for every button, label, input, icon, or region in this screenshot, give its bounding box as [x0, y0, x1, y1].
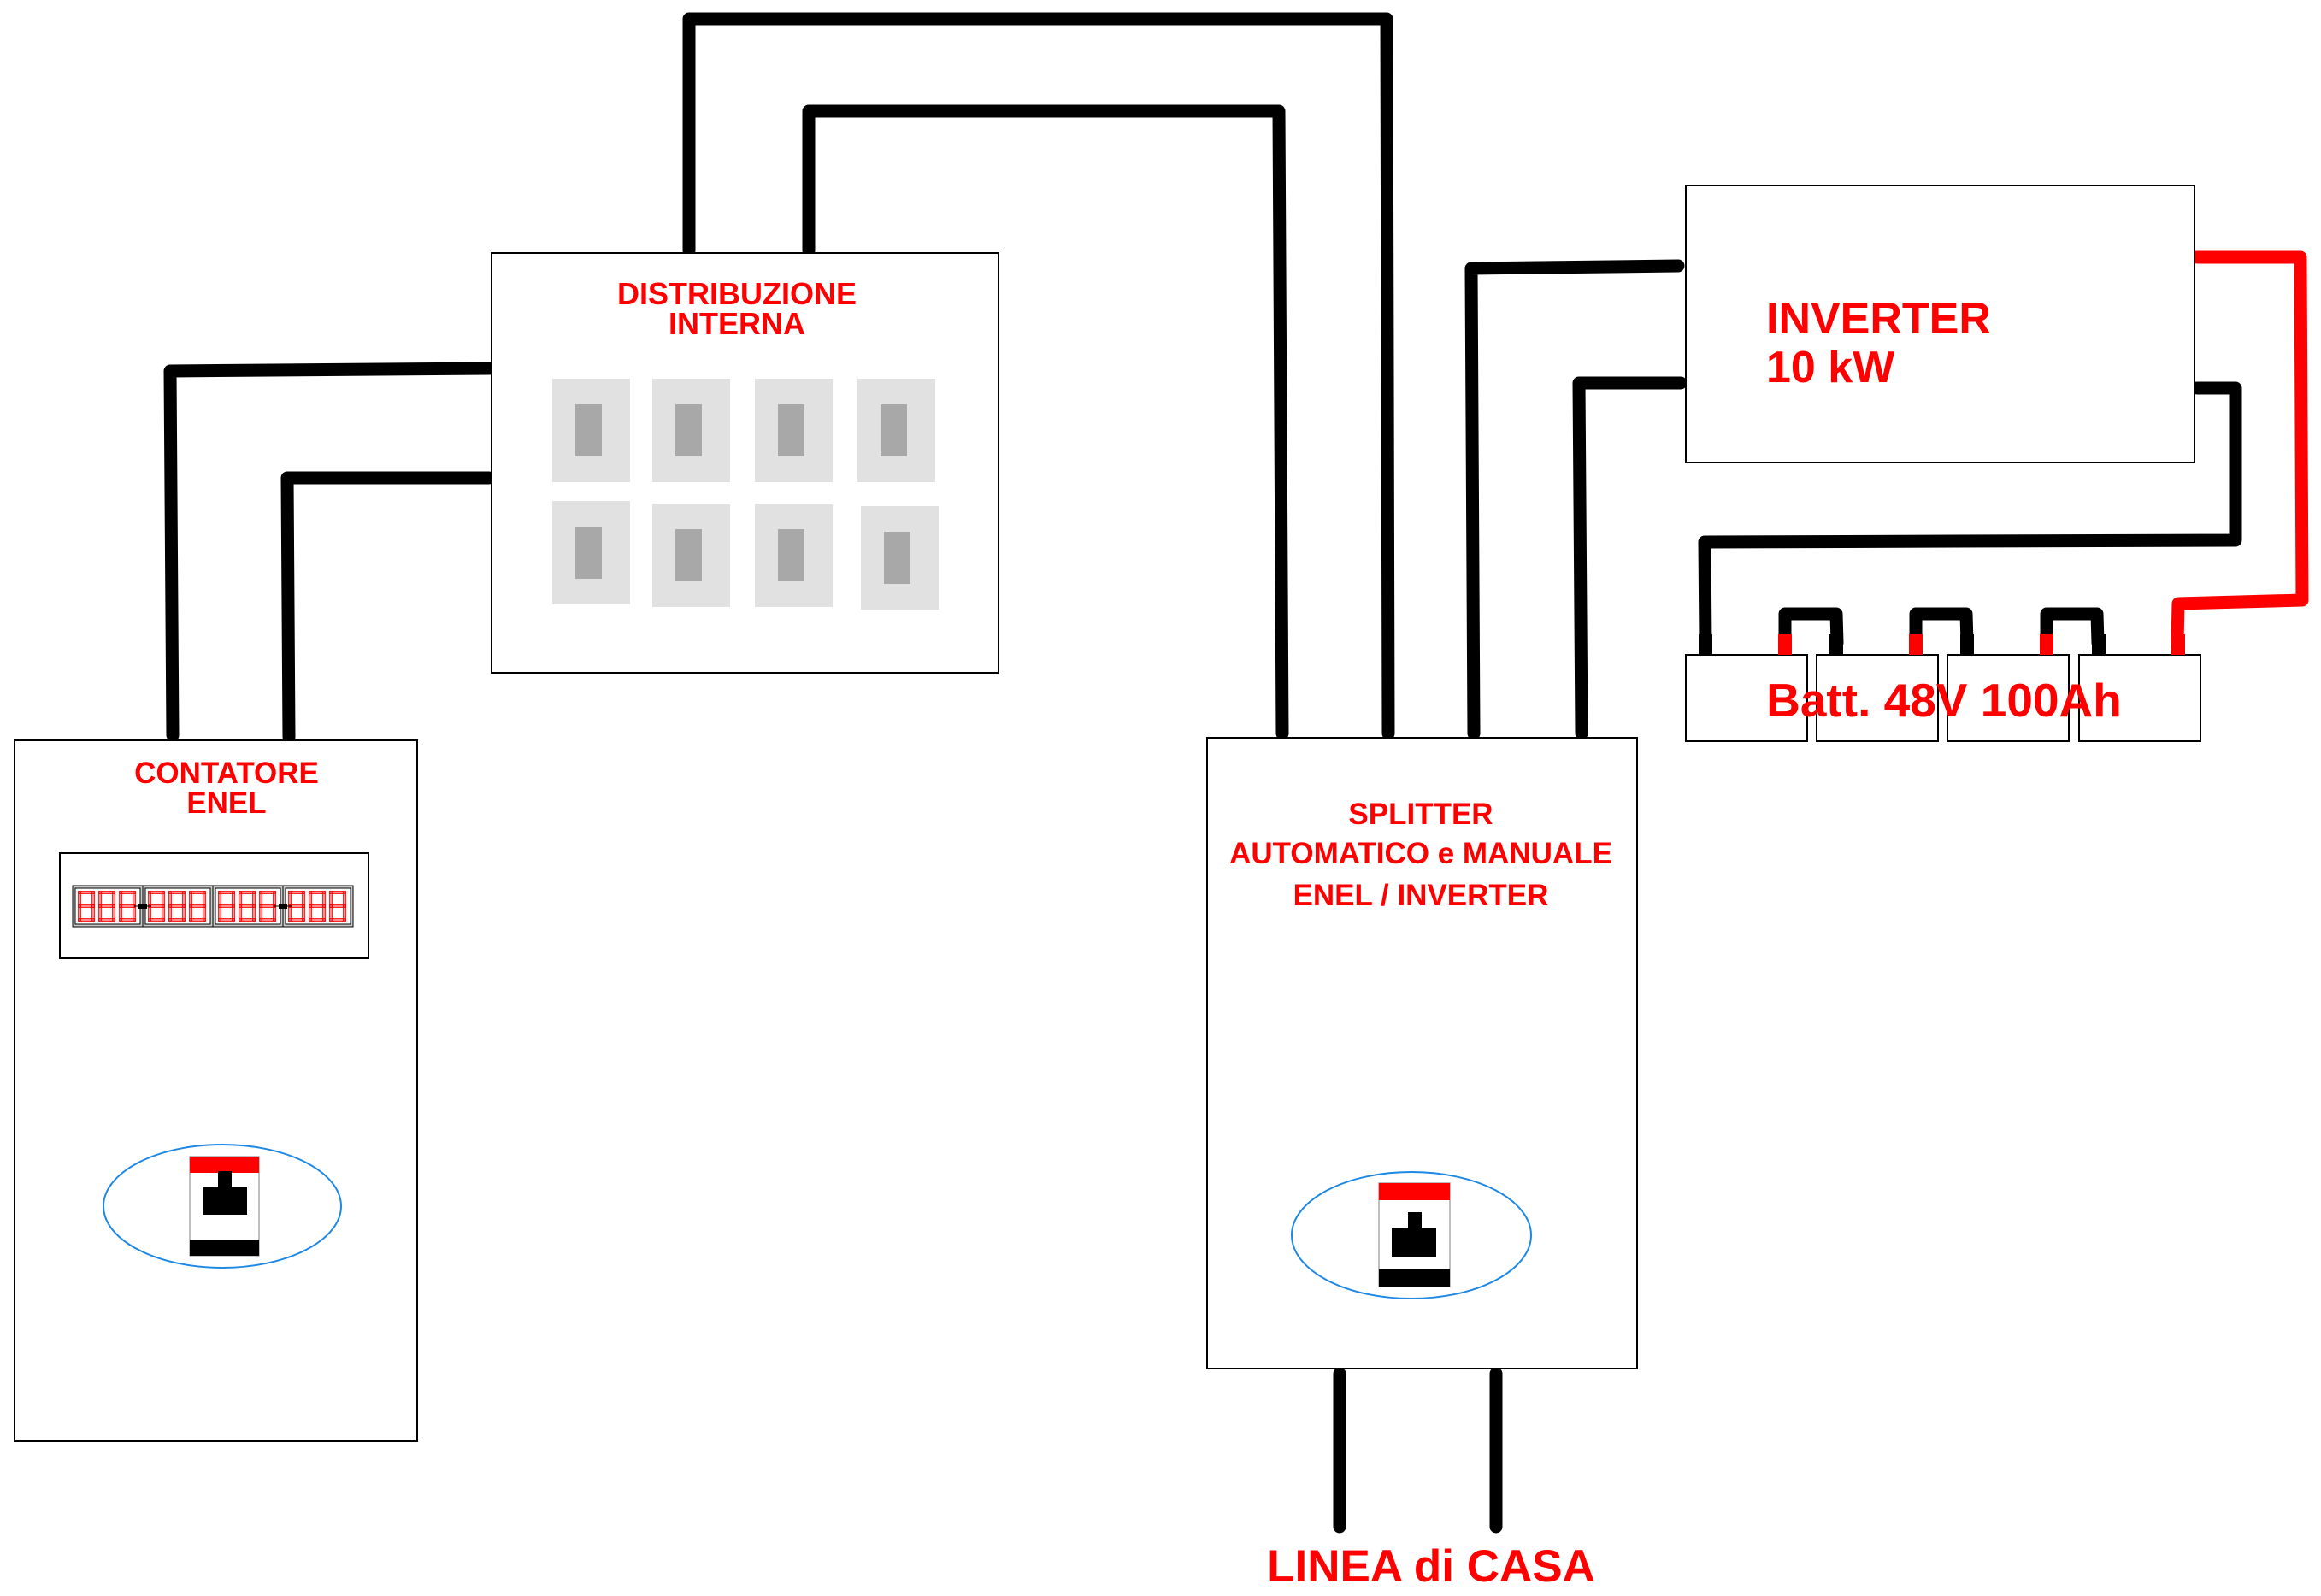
battery-negative-terminal: [2092, 634, 2106, 655]
battery-negative-terminal: [1960, 634, 1974, 655]
circuit-breaker-icon[interactable]: [552, 379, 630, 482]
battery-negative-terminal: [1699, 634, 1712, 655]
circuit-breaker-icon[interactable]: [755, 379, 833, 482]
inverter-title: INVERTER: [1766, 294, 1991, 344]
battery-positive-terminal: [1909, 634, 1923, 655]
battery-jumper-2: [1909, 607, 1974, 650]
wire-inverter-to-battery-negative: [1698, 381, 2242, 650]
meter-segment: [329, 904, 346, 908]
meter-digit-group: [212, 885, 284, 928]
battery-label: Batt. 48V 100Ah: [1766, 674, 2122, 727]
meter-connector: [138, 904, 147, 909]
switch-highlight-ellipse: [103, 1144, 342, 1269]
meter-connector: [279, 904, 287, 909]
battery-cell: [1947, 634, 2070, 742]
wire-distribution-to-splitter-outer: [682, 12, 1395, 740]
meter-segment: [78, 904, 95, 908]
splitter-title-line3: ENEL / INVERTER: [1293, 879, 1549, 912]
breaker-grid: [552, 379, 939, 610]
battery-cell: [1685, 634, 1808, 742]
splitter-title-line1: SPLITTER: [1348, 798, 1493, 831]
meter-display: [72, 885, 354, 928]
meter-box[interactable]: CONTATORE ENEL: [14, 739, 418, 1442]
inverter-power: 10 kW: [1766, 343, 1895, 392]
meter-segment: [168, 904, 186, 908]
splitter-box[interactable]: SPLITTER AUTOMATICO e MANUALE ENEL / INV…: [1206, 737, 1638, 1369]
circuit-breaker-icon[interactable]: [857, 379, 935, 482]
meter-title-line2: ENEL: [186, 786, 266, 820]
distribution-title-line1: DISTRIBUZIONE: [617, 276, 857, 311]
meter-segment: [218, 904, 235, 908]
circuit-breaker-icon[interactable]: [552, 501, 630, 604]
wire-inverter-to-splitter-1: [1464, 259, 1685, 740]
circuit-breaker-icon[interactable]: [861, 506, 939, 610]
house-line-label: LINEA di CASA: [1267, 1541, 1595, 1592]
battery-positive-terminal: [2040, 634, 2053, 655]
wires: [163, 12, 2309, 1534]
battery-jumper-3: [2040, 607, 2105, 650]
battery-cell: [2078, 634, 2201, 742]
splitter-title-line2: AUTOMATICO e MANUALE: [1229, 837, 1612, 870]
meter-digit-group: [282, 885, 354, 928]
inverter-box[interactable]: INVERTER 10 kW: [1685, 185, 2195, 463]
wire-distribution-to-splitter-inner: [802, 104, 1289, 740]
meter-digit-group: [142, 885, 214, 928]
battery-bank[interactable]: Batt. 48V 100Ah: [1685, 634, 2201, 742]
meter-main-switch[interactable]: [103, 1144, 342, 1269]
wire-meter-to-distribution-2: [280, 471, 496, 744]
circuit-breaker-icon[interactable]: [652, 504, 730, 607]
splitter-main-switch[interactable]: [1291, 1171, 1532, 1299]
meter-segment: [239, 904, 256, 908]
meter-segment: [189, 904, 206, 908]
battery-cells: [1685, 634, 2201, 742]
battery-positive-terminal: [2171, 634, 2185, 655]
battery-positive-terminal: [1778, 634, 1792, 655]
meter-digit-group: [72, 885, 144, 928]
switch-highlight-ellipse: [1291, 1171, 1532, 1299]
circuit-breaker-icon[interactable]: [652, 379, 730, 482]
battery-cell: [1816, 634, 1939, 742]
distribution-title-line2: INTERNA: [669, 306, 805, 341]
wire-meter-to-distribution-1: [163, 362, 496, 742]
inverter-box-frame: [1685, 185, 2195, 463]
meter-segment: [98, 904, 115, 908]
distribution-box[interactable]: DISTRIBUZIONE INTERNA: [491, 252, 999, 674]
battery-negative-terminal: [1829, 634, 1843, 655]
meter-segment: [309, 904, 326, 908]
battery-jumper-1: [1778, 607, 1844, 650]
wire-inverter-to-splitter-2: [1572, 376, 1688, 740]
circuit-breaker-icon[interactable]: [755, 504, 833, 607]
wire-inverter-to-battery-positive: [2171, 250, 2309, 650]
meter-title-line1: CONTATORE: [134, 757, 319, 790]
main-switch-icon: [189, 1156, 260, 1257]
meter-box-frame: [14, 739, 418, 1442]
main-switch-icon: [1378, 1182, 1451, 1287]
